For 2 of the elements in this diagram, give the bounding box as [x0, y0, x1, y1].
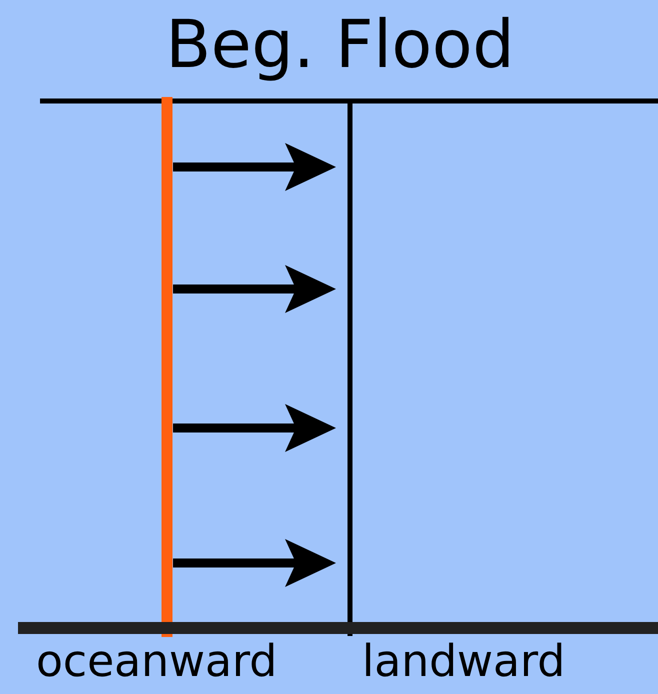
- axis-label: oceanward: [36, 640, 278, 684]
- axis-label: landward: [362, 640, 566, 684]
